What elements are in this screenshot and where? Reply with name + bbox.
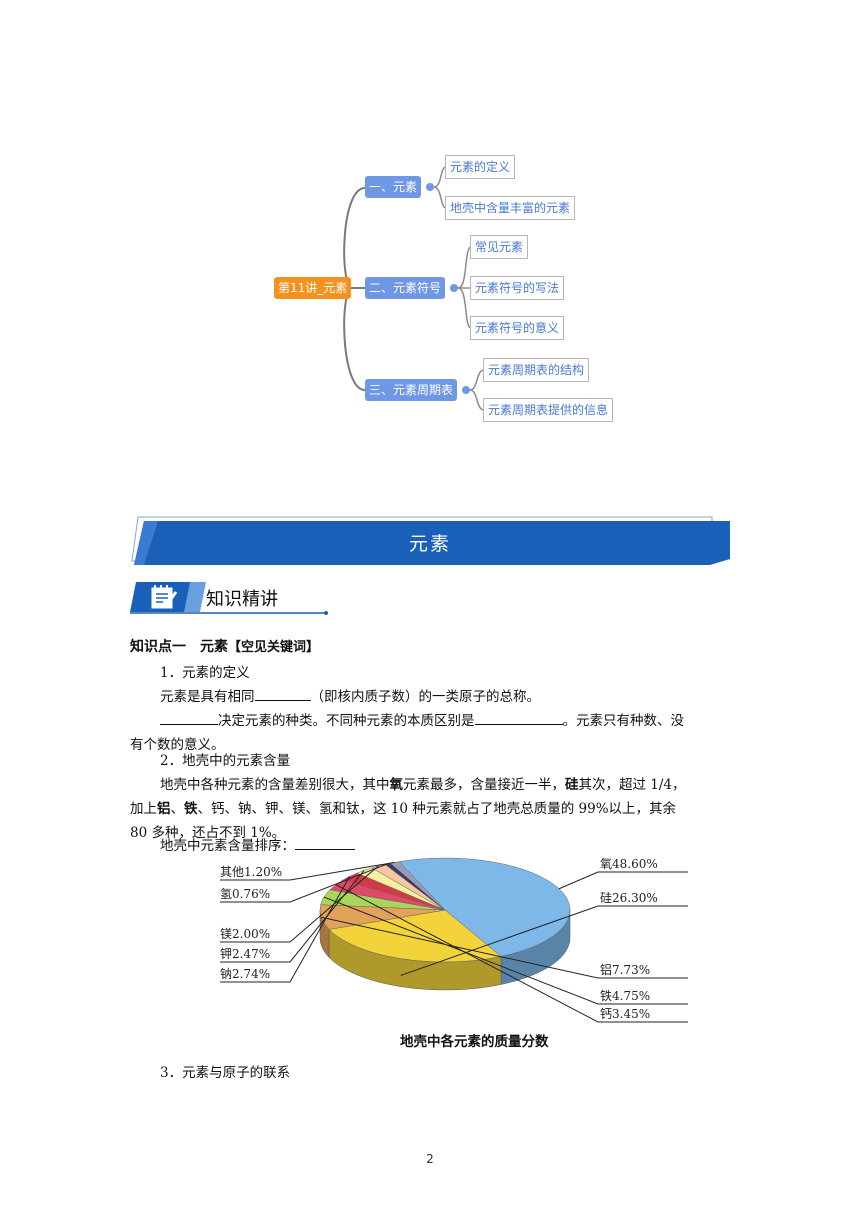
pie-leader-line-8: [220, 863, 388, 903]
pie-leader-line-7: [220, 865, 379, 943]
fill-blank-1[interactable]: [254, 686, 311, 701]
banner-shape: [131, 516, 730, 565]
item2-paragraph-1: 地壳中各种元素的含量差别很大，其中氧元素最多，含量接近一半，硅其次，超过 1/4…: [160, 773, 686, 793]
mind-map-leaf-table-structure: 元素周期表的结构: [483, 358, 590, 382]
pie-label-钙: 钙3.45%: [600, 1007, 650, 1021]
knowledge-header-graphic: [130, 582, 328, 615]
item1-p2-text-a: 决定元素的种类。不同种元素的本质区别是: [218, 713, 475, 729]
pie-leader-line-0: [558, 871, 688, 890]
pie-leader-line-3: [323, 896, 688, 1005]
mind-map-branch-element-symbol: 二、元素符号: [365, 277, 446, 299]
pie-label-铝: 铝7.73%: [600, 962, 650, 977]
section-banner: 元素: [130, 515, 730, 565]
mind-map-branch-periodic-table: 三、元素周期表: [365, 379, 458, 401]
item2-paragraph-4: 地壳中元素含量排序：: [160, 834, 355, 854]
knowledge-header-label: 知识精讲: [206, 589, 278, 610]
iron-emphasis: 铁: [184, 801, 198, 817]
fill-blank-2[interactable]: [160, 710, 218, 725]
mind-map: 第11讲_元素 一、元素 元素的定义 地壳中含量丰富的元素 二、元素符号 常见元…: [0, 0, 860, 470]
knowledge-point-title: 知识点一 元素【空见关键词】: [130, 636, 319, 656]
knowledge-header: [130, 580, 330, 616]
pie-chart-title: 地壳中各元素的质量分数: [400, 1033, 549, 1050]
item1-paragraph-1: 元素是具有相同 （即核内质子数）的一类原子的总称。: [160, 685, 540, 705]
item2-p2-text-a: 加上: [130, 801, 157, 817]
pie-label-铁: 铁4.75%: [600, 989, 650, 1003]
fill-blank-4[interactable]: [295, 835, 355, 850]
pie-leader-line-9: [220, 861, 395, 881]
item1-paragraph-3: 有个数的意义。: [130, 737, 225, 753]
item1-paragraph-2: 决定元素的种类。不同种元素的本质区别是 。元素只有种数、没: [160, 709, 684, 729]
item2-p1-text-c: 其次，超过 1/4，: [578, 777, 686, 793]
mind-map-leaf-symbol-meaning: 元素符号的意义: [470, 316, 565, 340]
page-number: 2: [426, 1152, 434, 1166]
item1-p1-text-a: 元素是具有相同: [160, 689, 255, 705]
mind-map-branch-element: 一、元素: [365, 176, 422, 198]
item1-p1-text-b: （即核内质子数）的一类原子的总称。: [310, 689, 541, 705]
item1-title: 1．元素的定义: [160, 665, 250, 681]
notepad-pencil-icon: [151, 585, 178, 609]
mind-map-leaf-element-definition: 元素的定义: [445, 155, 516, 179]
point-tag: 【空见关键词】: [228, 640, 320, 655]
mind-map-leaf-crust-elements: 地壳中含量丰富的元素: [445, 196, 576, 220]
item2-p1-text-b: 元素最多，含量接近一半，: [403, 777, 565, 793]
crust-composition-pie-chart: 氧48.60% 硅26.30% 铝7.73% 铁4.75% 钙3.45% 钠2.74% 钾2…: [200, 850, 700, 1060]
pie-label-氢: 氢0.76%: [220, 886, 270, 901]
item2-paragraph-2: 加上铝、铁、钙、钠、钾、镁、氢和钛，这 10 种元素就占了地壳总质量的 99%以…: [130, 797, 676, 817]
item2-p2-separator: 、: [170, 801, 185, 817]
pie-label-镁: 镁2.00%: [220, 927, 270, 941]
item3-title: 3．元素与原子的联系: [160, 1065, 291, 1081]
pie-slice-氧: [398, 857, 571, 957]
item2-paragraph-3: 80 多种，还占不到 1%。: [130, 825, 286, 841]
pie-label-钾: 钾2.47%: [220, 947, 270, 961]
pie-label-钠: 钠2.74%: [220, 966, 270, 981]
pie-label-硅: 硅26.30%: [600, 891, 658, 905]
pie-leader-line-5: [220, 876, 351, 983]
pie-leader-line-4: [335, 884, 688, 1023]
banner-title: 元素: [408, 533, 451, 555]
pie-leader-line-6: [220, 870, 365, 963]
oxygen-emphasis: 氧: [389, 777, 404, 793]
mind-map-root: 第11讲_元素: [274, 277, 352, 299]
pie-label-氧: 氧48.60%: [600, 857, 658, 871]
point-title-text: 知识点一 元素: [130, 639, 228, 655]
pie-leader-line-2: [321, 916, 688, 979]
item2-p1-text-a: 地壳中各种元素的含量差别很大，其中: [160, 777, 390, 793]
mind-map-leaf-symbol-writing: 元素符号的写法: [470, 276, 565, 300]
item2-p2-text-b: 、钙、钠、钾、镁、氢和钛，这 10 种元素就占了地壳总质量的 99%以上，其余: [197, 801, 677, 817]
mind-map-leaf-table-info: 元素周期表提供的信息: [483, 398, 614, 422]
mind-map-leaf-common-elements: 常见元素: [470, 235, 529, 259]
aluminum-emphasis: 铝: [157, 801, 171, 817]
fill-blank-3[interactable]: [474, 710, 563, 725]
pie-chart-svg: 氧48.60% 硅26.30% 铝7.73% 铁4.75% 钙3.45% 钠2.74% 钾2…: [220, 857, 688, 1050]
item2-title: 2．地壳中的元素含量: [160, 753, 291, 769]
item2-p4-text: 地壳中元素含量排序：: [160, 838, 295, 854]
item1-p2-text-b: 。元素只有种数、没: [562, 713, 685, 729]
silicon-emphasis: 硅: [565, 777, 579, 793]
pie-label-其他: 其他1.20%: [220, 865, 282, 879]
